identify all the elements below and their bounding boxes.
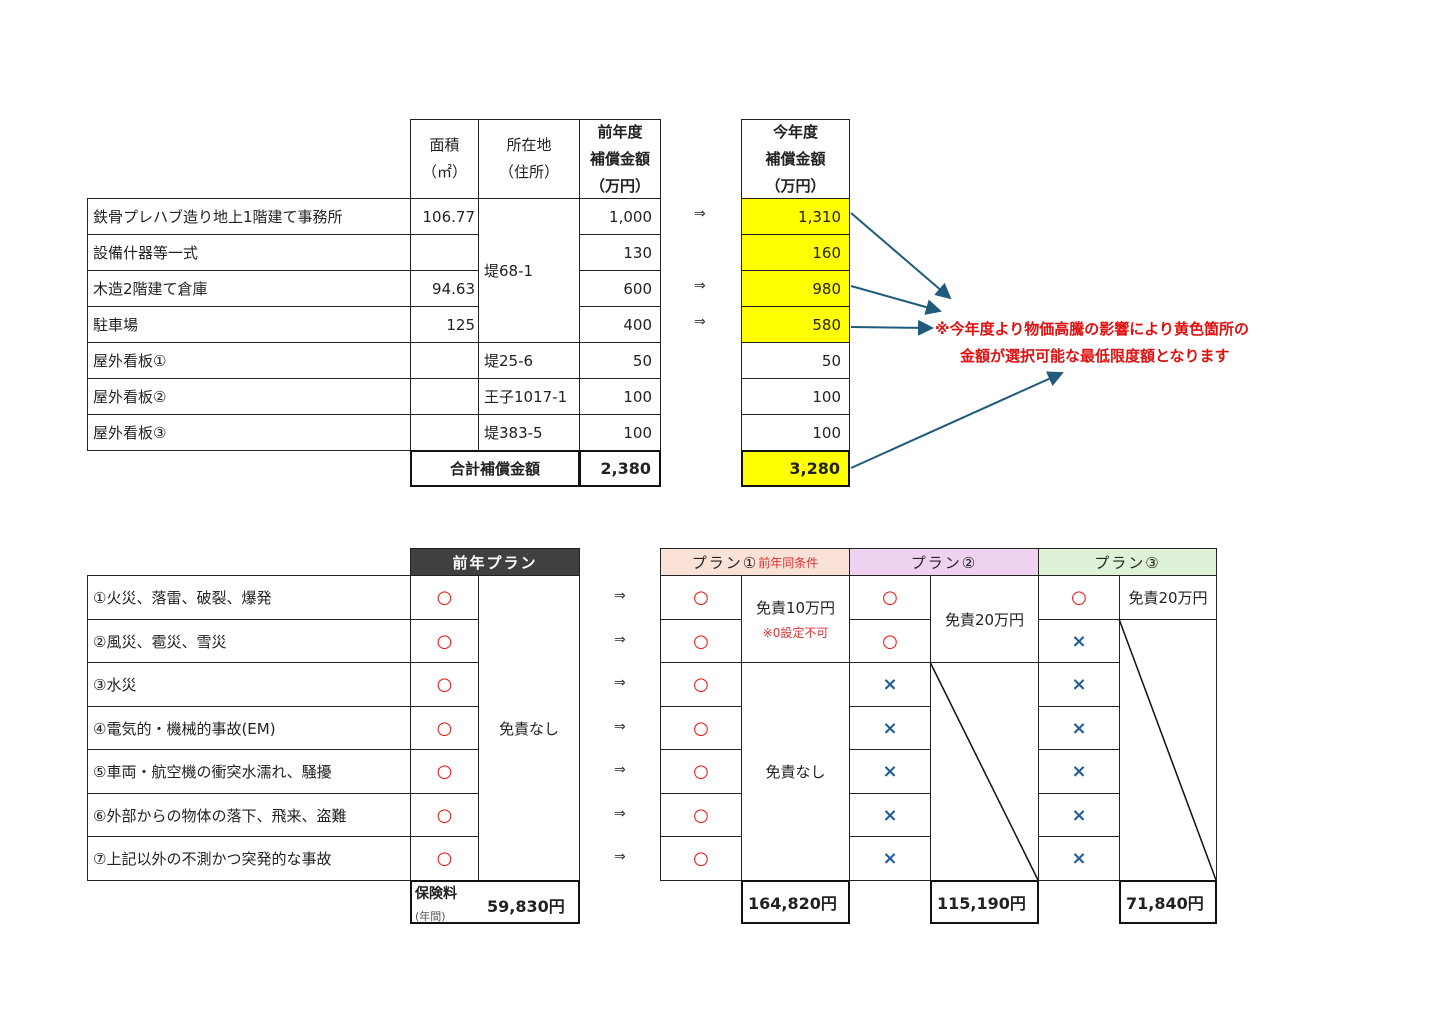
plan-premium: 71,840円 [1119,880,1217,924]
pointer-arrow [850,285,942,315]
row-arrow: ⇒ [694,206,706,222]
header-area-line: 面積 [429,136,460,154]
row-arrow: ⇒ [614,762,626,778]
row-arrow: ⇒ [694,278,706,294]
row-arrow: ⇒ [694,314,706,330]
premium-label: 保険料 [415,886,457,902]
header-prev-line: 前年度 [597,122,643,141]
header-curr-line: 補償金額 [765,149,826,168]
header-area: 面積 （㎡） [410,119,479,199]
total-curr: 3,280 [741,450,850,487]
plan-premium: 115,190円 [930,880,1039,924]
plan-title-note: 前年同条件 [758,555,819,570]
plan-title: プラン② [910,553,978,572]
pointer-arrow [850,212,952,300]
row-arrow: ⇒ [614,806,626,822]
diagonal-strike-line [1118,618,1217,881]
header-prev-line: （万円） [589,176,650,195]
plan-title: プラン① [691,553,759,572]
pointer-arrow [850,371,1064,469]
row-arrow: ⇒ [614,849,626,865]
note-line-1: ※今年度より物価高騰の影響により黄色箇所の [935,320,1249,338]
header-area-line: （㎡） [421,163,467,181]
diagonal-strike-line [929,661,1039,881]
curr-amount: 580 [741,306,850,343]
plan-premium: 164,820円 [741,880,850,924]
curr-amount: 160 [741,234,850,271]
premium-sub: (年間) [415,910,446,923]
header-location-line: （住所） [498,163,559,181]
row-arrow: ⇒ [614,675,626,691]
note-line-2: 金額が選択可能な最低限度額となります [960,347,1230,365]
deductible-line: 免責10万円 [755,599,836,617]
header-curr-line: （万円） [765,176,826,195]
curr-amount: 980 [741,270,850,307]
header-curr-line: 今年度 [772,122,818,141]
header-prev-line: 補償金額 [589,149,650,168]
header-location-line: 所在地 [506,136,552,154]
location-merged: 堤68-1 [478,198,580,343]
pointer-arrow [850,319,934,336]
row-arrow: ⇒ [614,588,626,604]
plan-title: プラン③ [1094,553,1161,572]
row-arrow: ⇒ [614,632,626,648]
prev-premium-box: 保険料 (年間) 59,830円 [410,880,580,924]
curr-amount: 1,310 [741,198,850,235]
total-prev: 2,380 [579,450,661,487]
deductible-note: ※0設定不可 [762,626,829,640]
plan-header-2: プラン② [849,548,1039,576]
row-arrow: ⇒ [614,719,626,735]
prev-premium: 59,830円 [487,897,565,916]
